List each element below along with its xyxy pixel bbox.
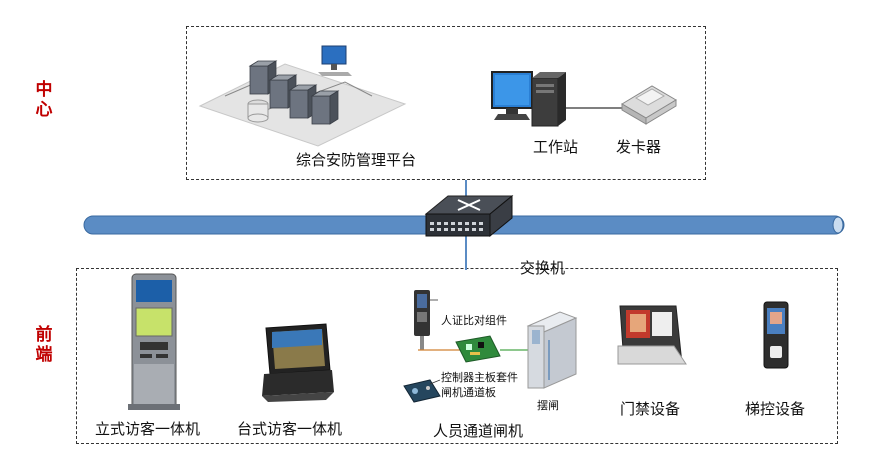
platform-label: 综合安防管理平台: [296, 151, 417, 169]
face-module-label: 人证比对组件: [441, 314, 507, 327]
vertical-kiosk-label: 立式访客一体机: [95, 420, 201, 438]
platform-server-cluster-icon: [198, 45, 407, 147]
gate-channel-board-icon: [403, 379, 441, 403]
door-access-terminal-icon: [617, 305, 687, 365]
face-verification-terminal-icon: [414, 290, 430, 350]
passage-gate-label: 人员通道闸机: [433, 422, 524, 440]
front-zone-box: [76, 268, 838, 444]
vertical-visitor-kiosk-icon: [128, 273, 180, 410]
workstation-computer-icon: [491, 71, 566, 127]
controller-board-icon: [455, 335, 501, 363]
desktop-kiosk-label: 台式访客一体机: [237, 420, 343, 438]
front-section-label: 前端: [35, 325, 53, 365]
controller-kit-label: 控制器主板套件: [441, 371, 518, 384]
center-section-label: 中心: [35, 80, 53, 120]
network-switch-icon: [424, 194, 514, 238]
card-issuer-label: 发卡器: [616, 138, 662, 156]
swing-gate-label: 摆闸: [537, 399, 559, 412]
swing-gate-icon: [526, 311, 578, 389]
gate-board-label: 闸机通道板: [441, 386, 496, 399]
elevator-control-terminal-icon: [763, 301, 789, 369]
switch-label: 交换机: [520, 259, 566, 277]
door-access-label: 门禁设备: [620, 400, 681, 418]
center-zone-box: [186, 26, 706, 180]
elevator-control-label: 梯控设备: [745, 400, 806, 418]
desktop-visitor-kiosk-icon: [262, 323, 334, 402]
card-issuer-icon: [621, 85, 677, 125]
workstation-label: 工作站: [533, 138, 579, 156]
